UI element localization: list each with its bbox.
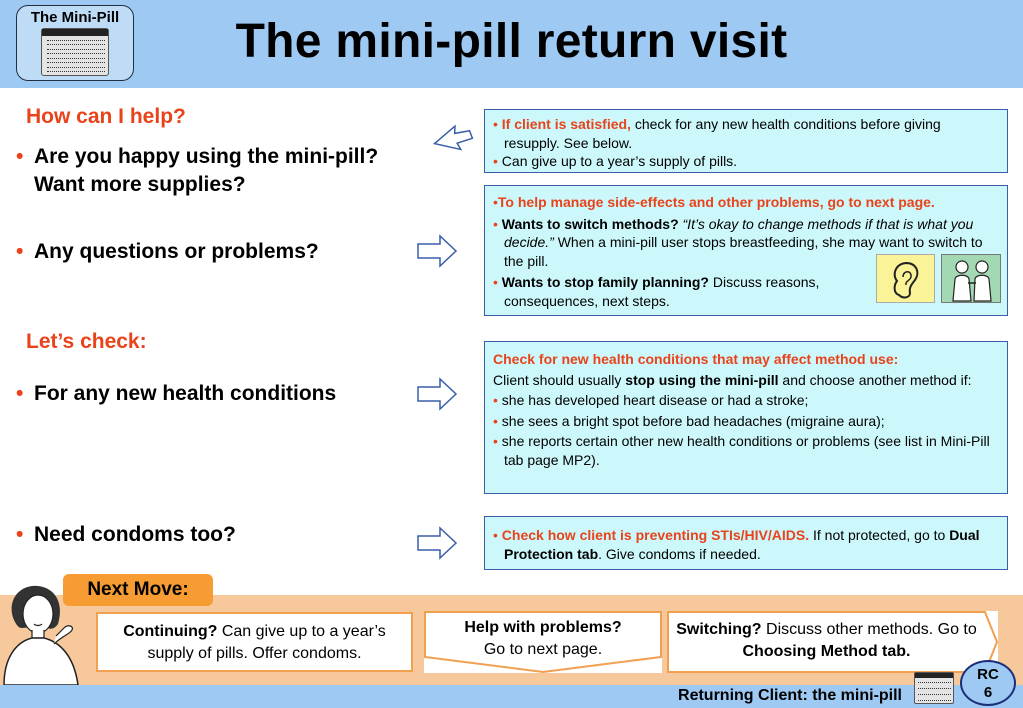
thinking-woman-icon — [3, 585, 79, 685]
question-happy: •Are you happy using the mini-pill?Want … — [16, 145, 379, 196]
footer-text: Returning Client: the mini-pill — [678, 687, 902, 704]
two-people-icon — [941, 254, 1001, 303]
rc-page-badge[interactable]: RC 6 — [960, 660, 1016, 706]
page-title: The mini-pill return visit — [235, 15, 788, 68]
pill-pack-icon — [41, 28, 109, 76]
arrow-right-icon — [432, 124, 474, 151]
condoms-box: • Check how client is preventing STIs/HI… — [484, 516, 1008, 570]
mini-pill-tab[interactable]: The Mini-Pill — [16, 5, 134, 81]
question-happy-line2: Want more supplies? — [34, 173, 246, 196]
continuing-box: Continuing? Can give up to a year’s supp… — [96, 612, 413, 672]
header-bar — [0, 0, 1023, 88]
arrow-right-icon — [417, 377, 458, 411]
footer-strip — [0, 685, 1023, 708]
question-happy-line1: Are you happy using the mini-pill? — [34, 145, 379, 168]
tab-label: The Mini-Pill — [30, 9, 120, 26]
next-move-label: Next Move: — [63, 574, 213, 606]
question-condoms: •Need condoms too? — [16, 523, 236, 546]
conditions-box: Check for new health conditions that may… — [484, 341, 1008, 494]
check-heading: Let’s check: — [26, 330, 147, 353]
arrow-right-icon — [417, 526, 458, 560]
question-problems: •Any questions or problems? — [16, 240, 319, 263]
switching-box: Switching? Discuss other methods. Go to … — [667, 611, 998, 673]
satisfied-box: • If client is satisfied, check for any … — [484, 109, 1008, 173]
question-conditions: •For any new health conditions — [16, 382, 337, 405]
arrow-right-icon — [417, 234, 458, 268]
help-heading: How can I help? — [26, 105, 186, 128]
pill-pack-icon — [914, 672, 954, 704]
ear-icon — [876, 254, 935, 303]
help-problems-box: Help with problems?Go to next page. — [424, 611, 662, 673]
problems-box: •To help manage side-effects and other p… — [484, 185, 1008, 316]
